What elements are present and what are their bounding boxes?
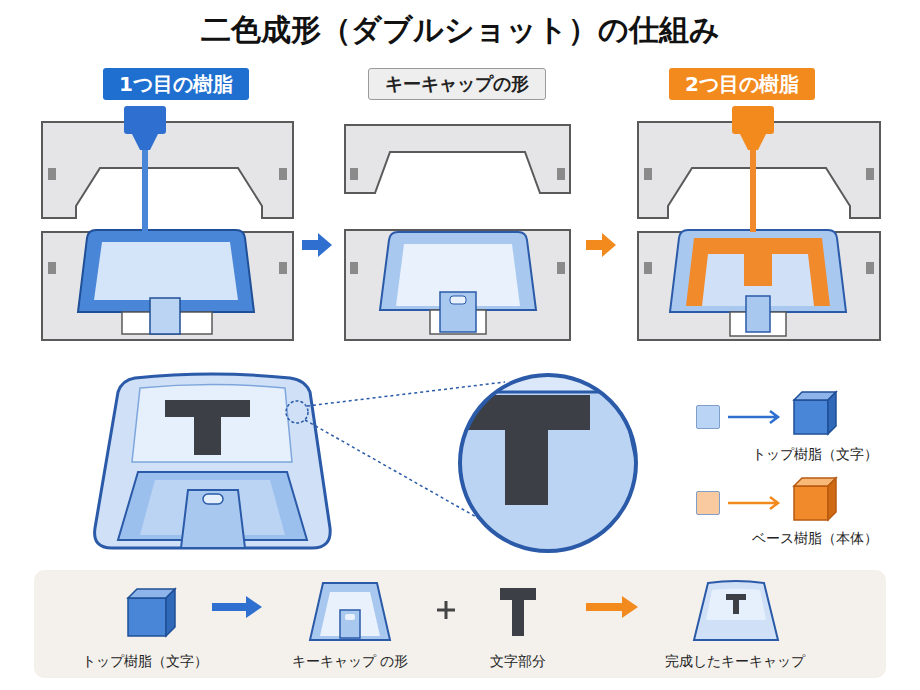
mold-keycap-shape-part xyxy=(350,168,358,180)
mold-first-shot-part xyxy=(42,232,293,340)
mold-second-shot-part xyxy=(638,122,880,218)
mold-first-shot-part xyxy=(279,168,287,180)
summary-band-node: トップ樹脂（文字） キーキャップ の形 文字部分 完成したキーキャップ xyxy=(34,570,886,678)
legend-figures-part xyxy=(794,486,828,520)
item-caption: 完成したキーキャップ xyxy=(665,651,805,671)
summary-icons-part xyxy=(586,596,638,618)
mold-second-shot xyxy=(638,106,880,340)
mold-keycap-shape-part xyxy=(345,230,570,340)
summary-icons-part xyxy=(310,583,390,640)
keycap-illustration-part xyxy=(132,385,292,463)
mold-second-shot-part xyxy=(644,262,652,274)
step-label: 1つ目の樹脂 xyxy=(103,68,249,100)
mold-keycap-shape-part xyxy=(396,244,520,306)
keycap-illustration-part xyxy=(203,494,223,504)
mold-keycap-shape xyxy=(345,125,570,340)
mold-keycap-shape-part xyxy=(557,262,565,274)
step-label-text: 2つ目の樹脂 xyxy=(685,72,799,96)
step-label-text: 1つ目の樹脂 xyxy=(119,72,233,96)
mold-keycap-shape-part xyxy=(450,296,466,304)
mold-second-shot-part xyxy=(732,106,774,134)
legend-text: ベース樹脂（本体） xyxy=(752,528,878,548)
step-label: 2つ目の樹脂 xyxy=(669,68,815,100)
mold-second-shot-part xyxy=(746,296,770,332)
step-label: キーキャップの形 xyxy=(368,68,546,100)
step-label-text: キーキャップの形 xyxy=(385,73,529,94)
item-caption: キーキャップ の形 xyxy=(292,651,408,671)
mold-first-shot-part xyxy=(150,298,180,334)
keycap-illustration xyxy=(95,374,508,548)
summary-icons-part xyxy=(500,588,536,636)
summary-icons-part xyxy=(726,594,746,614)
mold-keycap-shape-part xyxy=(380,232,536,310)
zoom-detail xyxy=(440,370,660,570)
mold-first-shot-part xyxy=(142,150,148,232)
mold-first-shot-part xyxy=(48,262,56,274)
summary-icons-part xyxy=(345,614,355,620)
legend-figures-part xyxy=(828,392,836,434)
summary-icons-part xyxy=(128,598,166,636)
legend-figures-part xyxy=(828,478,836,520)
summary-icons-part xyxy=(212,596,262,618)
mold-second-shot-part xyxy=(866,168,874,180)
keycap-illustration-part xyxy=(165,400,250,455)
summary-icons xyxy=(128,581,778,640)
mold-first-shot-part xyxy=(132,134,158,150)
legend-text: トップ樹脂（文字） xyxy=(752,444,878,464)
mold-second-shot-part xyxy=(644,168,652,180)
zoom-detail-part xyxy=(460,375,636,551)
legend-swatch xyxy=(696,405,720,429)
mold-first-shot xyxy=(42,106,293,340)
mold-keycap-shape-part xyxy=(440,292,476,332)
summary-icons-part xyxy=(340,610,360,638)
item-caption: 文字部分 xyxy=(490,651,546,671)
mold-second-shot-part xyxy=(750,150,756,232)
mold-keycap-shape-part xyxy=(557,168,565,180)
mold-first-shot-part xyxy=(42,122,293,218)
keycap-illustration-part xyxy=(286,401,308,423)
mold-first-shot-part xyxy=(124,106,166,134)
legend-figures-part xyxy=(728,497,778,509)
keycap-illustration-part xyxy=(95,374,331,548)
diagram-title: 二色成形（ダブルショット）の仕組み xyxy=(0,8,920,52)
legend-swatch xyxy=(696,491,720,515)
legend-figures-part xyxy=(794,400,828,434)
item-caption: トップ樹脂（文字） xyxy=(82,651,208,671)
summary-icons-part xyxy=(437,601,455,619)
mold-second-shot-part xyxy=(866,262,874,274)
mold-second-shot-part xyxy=(740,134,766,150)
summary-band xyxy=(34,570,886,678)
mold-second-shot-part xyxy=(744,250,772,286)
summary-icons-part xyxy=(166,589,175,636)
summary-icons-part xyxy=(706,589,766,621)
summary-icons-part xyxy=(694,581,778,640)
keycap-illustration-part xyxy=(181,490,245,548)
mold-keycap-shape-part xyxy=(350,262,358,274)
mold-first-shot-part xyxy=(94,242,238,300)
legend-figures-part xyxy=(728,411,778,423)
mold-keycap-shape-part xyxy=(345,125,570,193)
step-arrow xyxy=(586,233,616,257)
mold-first-shot-part xyxy=(279,262,287,274)
step-arrow xyxy=(302,233,332,257)
mold-first-shot-part xyxy=(48,168,56,180)
zoom-detail-part xyxy=(440,370,660,570)
